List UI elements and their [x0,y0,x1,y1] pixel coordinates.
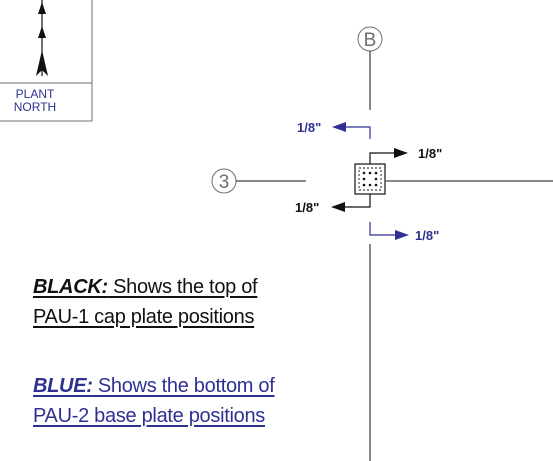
offset-blue-bottom-label: 1/8" [415,228,439,243]
offset-black-right-label: 1/8" [418,146,442,161]
legend-black-line2: PAU-1 cap plate positions [33,306,255,328]
offset-blue-top-label: 1/8" [297,120,321,135]
north-arrow-icon [36,0,48,76]
grid-bubble-b-label: B [364,30,377,51]
north-label-line1: PLANT [16,87,55,101]
legend-blue-text1: Shows the bottom of [92,375,275,397]
grid-column-b: B [357,26,383,461]
legend-blue-key: BLUE: [33,375,93,397]
legend-black-text1: Shows the top of [107,276,258,298]
legend-black: BLACK: Shows the top of PAU-1 cap plate … [33,272,258,332]
north-label-line2: NORTH [14,100,56,114]
offset-black-left-label: 1/8" [295,200,319,215]
north-arrow-box: PLANT NORTH [0,0,93,122]
legend-blue: BLUE: Shows the bottom of PAU-2 base pla… [33,371,275,431]
offset-black-left: 1/8" [295,194,371,215]
plate-symbol [354,163,386,195]
legend-black-line1: BLACK: Shows the top of [33,272,258,302]
offset-black-right: 1/8" [369,146,442,164]
offset-blue-top: 1/8" [297,120,371,139]
legend-blue-line1: BLUE: Shows the bottom of [33,371,275,401]
grid-row-3: 3 [211,168,553,194]
legend-black-key: BLACK: [33,276,108,298]
offset-blue-bottom: 1/8" [369,222,439,243]
legend-blue-line2: PAU-2 base plate positions [33,405,265,427]
grid-bubble-3-label: 3 [219,172,230,193]
